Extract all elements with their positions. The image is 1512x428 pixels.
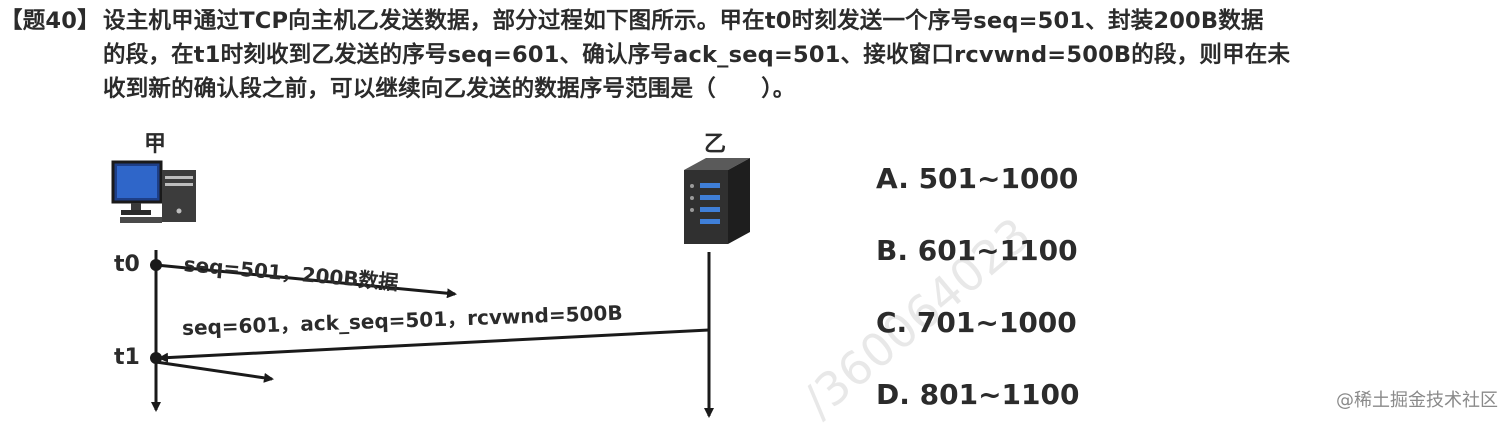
segment-1-arrow	[155, 263, 457, 299]
server-icon	[684, 158, 750, 244]
question-line-1: 设主机甲通过TCP向主机乙发送数据，部分过程如下图所示。甲在t0时刻发送一个序号…	[103, 8, 1264, 34]
desktop-computer-icon	[111, 160, 196, 223]
question-tag: 【题40】	[0, 8, 100, 34]
question-line-2: 的段，在t1时刻收到乙发送的序号seq=601、确认序号ack_seq=501、…	[103, 42, 1291, 68]
question-line-3: 收到新的确认段之前，可以继续向乙发送的数据序号范围是（ ）。	[103, 76, 796, 102]
segment-2-arrow	[158, 328, 710, 363]
host-a-label: 甲	[144, 132, 167, 157]
host-b-label: 乙	[704, 132, 727, 157]
option-c: C. 701~1000	[876, 306, 1077, 339]
option-b: B. 601~1100	[876, 234, 1078, 267]
platform-watermark: @稀土掘金技术社区	[1336, 390, 1498, 411]
option-a: A. 501~1000	[876, 162, 1079, 195]
t1-label: t1	[114, 345, 140, 370]
segment-3-arrow	[155, 360, 274, 383]
t0-label: t0	[114, 252, 140, 277]
option-d: D. 801~1100	[876, 378, 1080, 411]
